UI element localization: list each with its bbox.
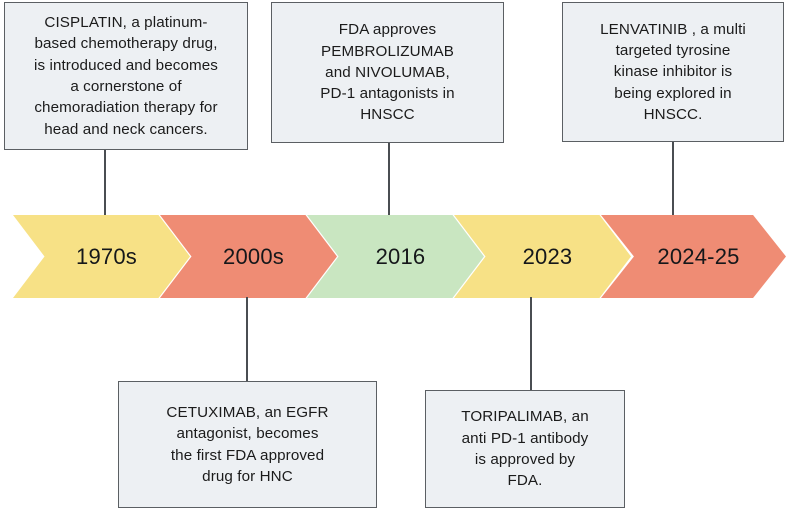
connector-stem-toripalimab [530, 297, 532, 390]
timeline-chevron-label: 1970s [76, 243, 137, 269]
timeline-chevron-label: 2016 [375, 243, 426, 269]
callout-toripalimab: TORIPALIMAB, an anti PD-1 antibody is ap… [425, 390, 625, 508]
connector-stem-cetuximab [246, 297, 248, 381]
callout-pembrolizumab-nivolumab: FDA approves PEMBROLIZUMAB and NIVOLUMAB… [271, 2, 504, 143]
timeline-chevron-label: 2024-25 [657, 243, 740, 269]
connector-stem-cisplatin [104, 150, 106, 216]
timeline-chevron-2024-25[interactable]: 2024-25 [601, 215, 786, 298]
callout-lenvatinib: LENVATINIB , a multi targeted tyrosine k… [562, 2, 784, 142]
timeline-chevron-label: 2000s [223, 243, 284, 269]
connector-stem-lenvatinib [672, 142, 674, 216]
timeline-band: 1970s 2000s 2016 2023 2024-25 [0, 215, 800, 298]
connector-stem-pembrolizumab-nivolumab [388, 143, 390, 216]
timeline-chevron-label: 2023 [522, 243, 573, 269]
timeline-chevron-1970s[interactable]: 1970s [13, 215, 190, 298]
callout-cisplatin: CISPLATIN, a platinum- based chemotherap… [4, 2, 248, 150]
callout-cetuximab: CETUXIMAB, an EGFR antagonist, becomes t… [118, 381, 377, 508]
